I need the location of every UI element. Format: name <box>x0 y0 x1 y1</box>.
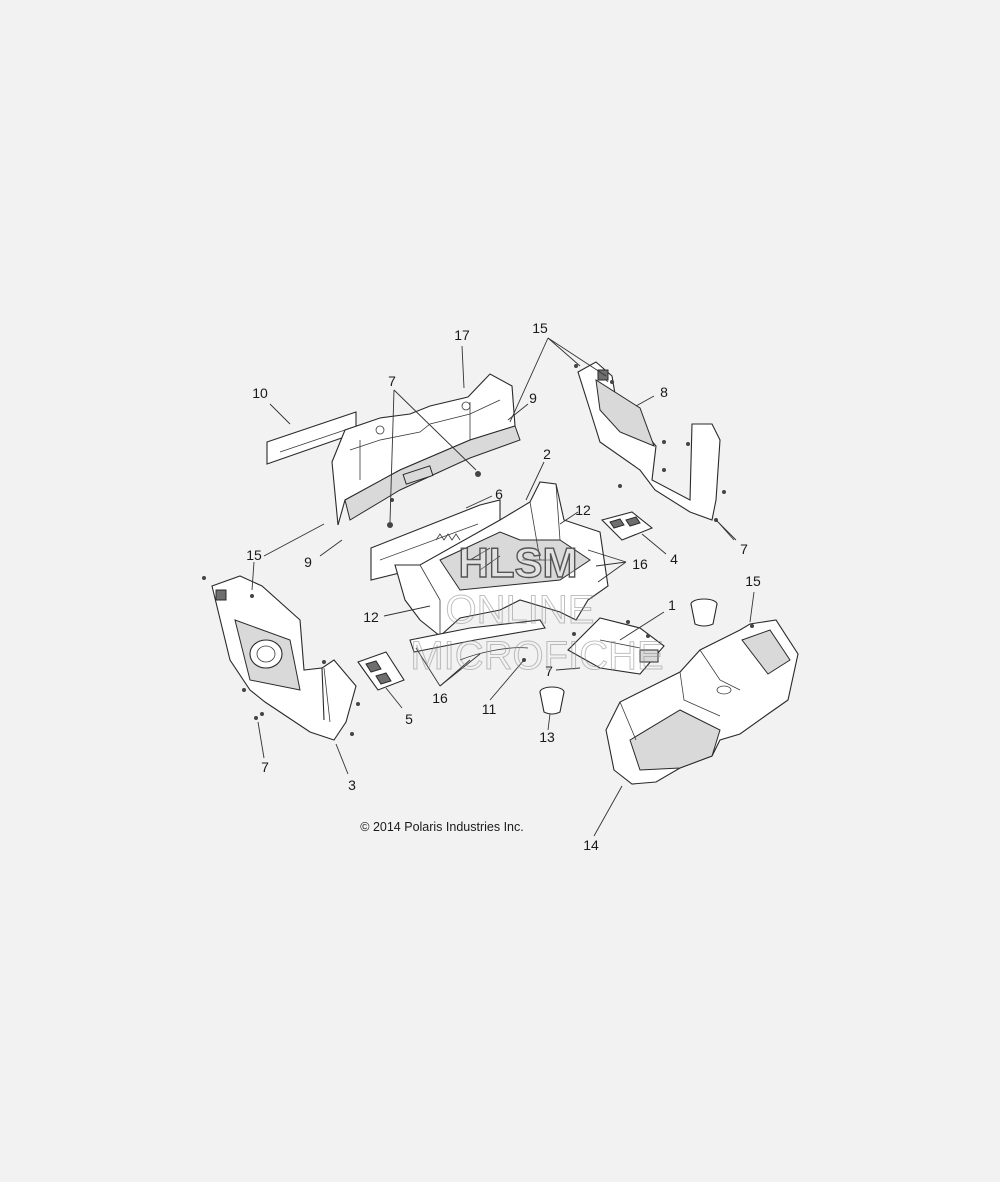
part-17-rear-panel <box>331 373 521 528</box>
callout-15-right: 15 <box>745 573 761 589</box>
callout-3: 3 <box>348 777 356 793</box>
leader-lines <box>251 337 755 837</box>
part-2-center-tub <box>394 481 609 637</box>
callout-4: 4 <box>670 551 678 567</box>
callout-12-left: 12 <box>363 609 379 625</box>
callout-12-right: 12 <box>575 502 591 518</box>
part-1-console-cover <box>567 617 665 675</box>
callout-13: 13 <box>539 729 555 745</box>
callout-labels: 17 15 10 7 9 8 2 6 12 4 16 15 9 7 1 15 1… <box>246 320 761 853</box>
watermark: HLSM ONLINE MICROFICHE <box>410 538 664 678</box>
callout-7-center: 7 <box>545 663 553 679</box>
part-3-left-side-panel <box>202 575 360 741</box>
copyright-notice: © 2014 Polaris Industries Inc. <box>360 820 523 834</box>
part-14-floor-tub <box>605 619 799 785</box>
part-8-right-side-panel <box>574 361 726 522</box>
callout-8: 8 <box>660 384 668 400</box>
callout-2: 2 <box>543 446 551 462</box>
callout-9-top: 9 <box>529 390 537 406</box>
callout-6: 6 <box>495 486 503 502</box>
callout-5: 5 <box>405 711 413 727</box>
callout-14: 14 <box>583 837 599 853</box>
callout-7-left: 7 <box>261 759 269 775</box>
part-4-right-insert <box>600 511 654 541</box>
watermark-line-3: MICROFICHE <box>410 634 663 678</box>
part-5-left-insert <box>357 651 405 691</box>
part-15-cup-holder-upper <box>690 598 718 627</box>
callout-16-right: 16 <box>632 556 648 572</box>
callout-15-left: 15 <box>246 547 262 563</box>
callout-7-right: 7 <box>740 541 748 557</box>
callout-7-top: 7 <box>388 373 396 389</box>
callout-16-left: 16 <box>432 690 448 706</box>
callout-15-top: 15 <box>532 320 548 336</box>
callout-17: 17 <box>454 327 470 343</box>
watermark-line-1: HLSM <box>459 539 578 586</box>
callout-10: 10 <box>252 385 268 401</box>
callout-1: 1 <box>668 597 676 613</box>
part-13-cup-holder <box>539 686 565 715</box>
callout-11: 11 <box>482 701 497 717</box>
callout-9-bottom: 9 <box>304 554 312 570</box>
watermark-line-2: ONLINE <box>446 588 595 632</box>
